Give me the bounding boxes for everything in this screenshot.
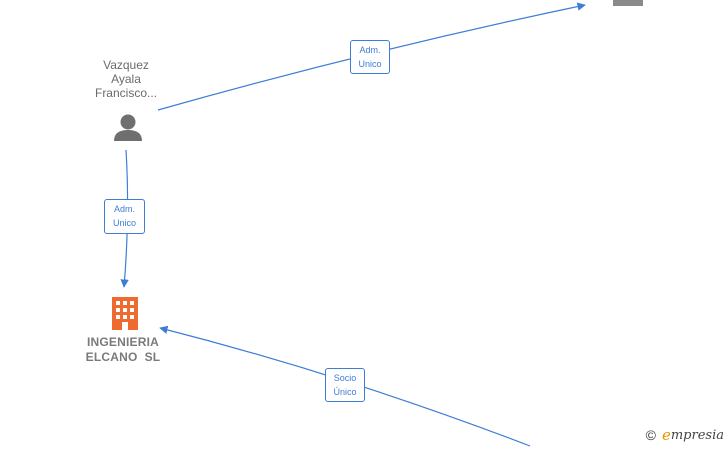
edge-label-line: Adm. (113, 204, 135, 214)
person-name-line: Francisco... (94, 86, 157, 100)
edge-label-person-to-company[interactable]: Adm. Unico (104, 199, 145, 234)
person-name[interactable]: Vazquez Ayala Francisco... (86, 58, 166, 100)
company-building-icon-top[interactable] (613, 0, 643, 6)
person-icon[interactable] (114, 114, 142, 142)
company-name[interactable]: INGENIERIA ELCANO SL (72, 335, 174, 365)
copyright-symbol: © (645, 427, 656, 443)
company-building-icon[interactable] (112, 297, 138, 330)
brand-initial: e (661, 426, 671, 444)
empresia-brand: © e mpresia (646, 426, 724, 444)
edge-label-line: Unico (112, 218, 136, 228)
brand-name: mpresia (670, 427, 724, 443)
edge-label-line: Adm. (359, 45, 381, 55)
edge-label-line: Único (333, 387, 357, 397)
company-name-line: ELCANO SL (85, 350, 161, 364)
edge-label-line: Socio (333, 373, 357, 383)
person-name-line: Vazquez (103, 58, 149, 72)
company-name-line: INGENIERIA (86, 335, 159, 349)
edge-label-bottom-to-company[interactable]: Socio Único (325, 368, 365, 402)
person-name-line: Ayala (111, 72, 141, 86)
edge-label-person-to-top-company[interactable]: Adm. Unico (350, 40, 390, 74)
edge-label-line: Unico (358, 59, 382, 69)
